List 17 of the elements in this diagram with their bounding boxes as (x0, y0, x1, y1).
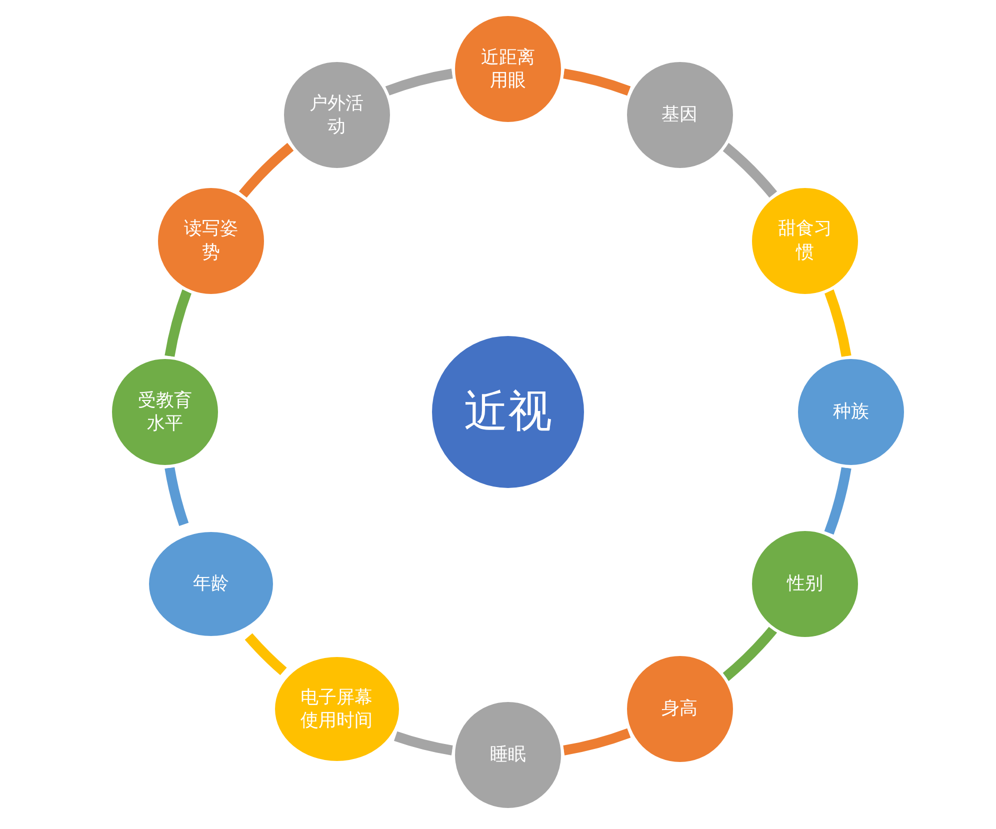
connector-arc (824, 289, 852, 358)
connector-arc (562, 728, 631, 756)
connector-arc (164, 289, 192, 358)
connector-arc (394, 731, 454, 756)
factor-circle: 睡眠 (452, 699, 564, 811)
factor-circle: 种族 (795, 356, 907, 468)
connector-arc (722, 143, 777, 198)
factor-circle: 近距离用眼 (452, 13, 564, 125)
connector-arc (244, 633, 287, 676)
connector-arc (562, 68, 631, 96)
center-circle: 近视 (429, 333, 587, 491)
connector-arc (164, 466, 189, 526)
connector-arc (239, 143, 294, 198)
connector-arc (824, 466, 852, 535)
connector-arc (385, 68, 454, 96)
factor-circle: 受教育水平 (109, 356, 221, 468)
connector-arc (722, 626, 777, 681)
